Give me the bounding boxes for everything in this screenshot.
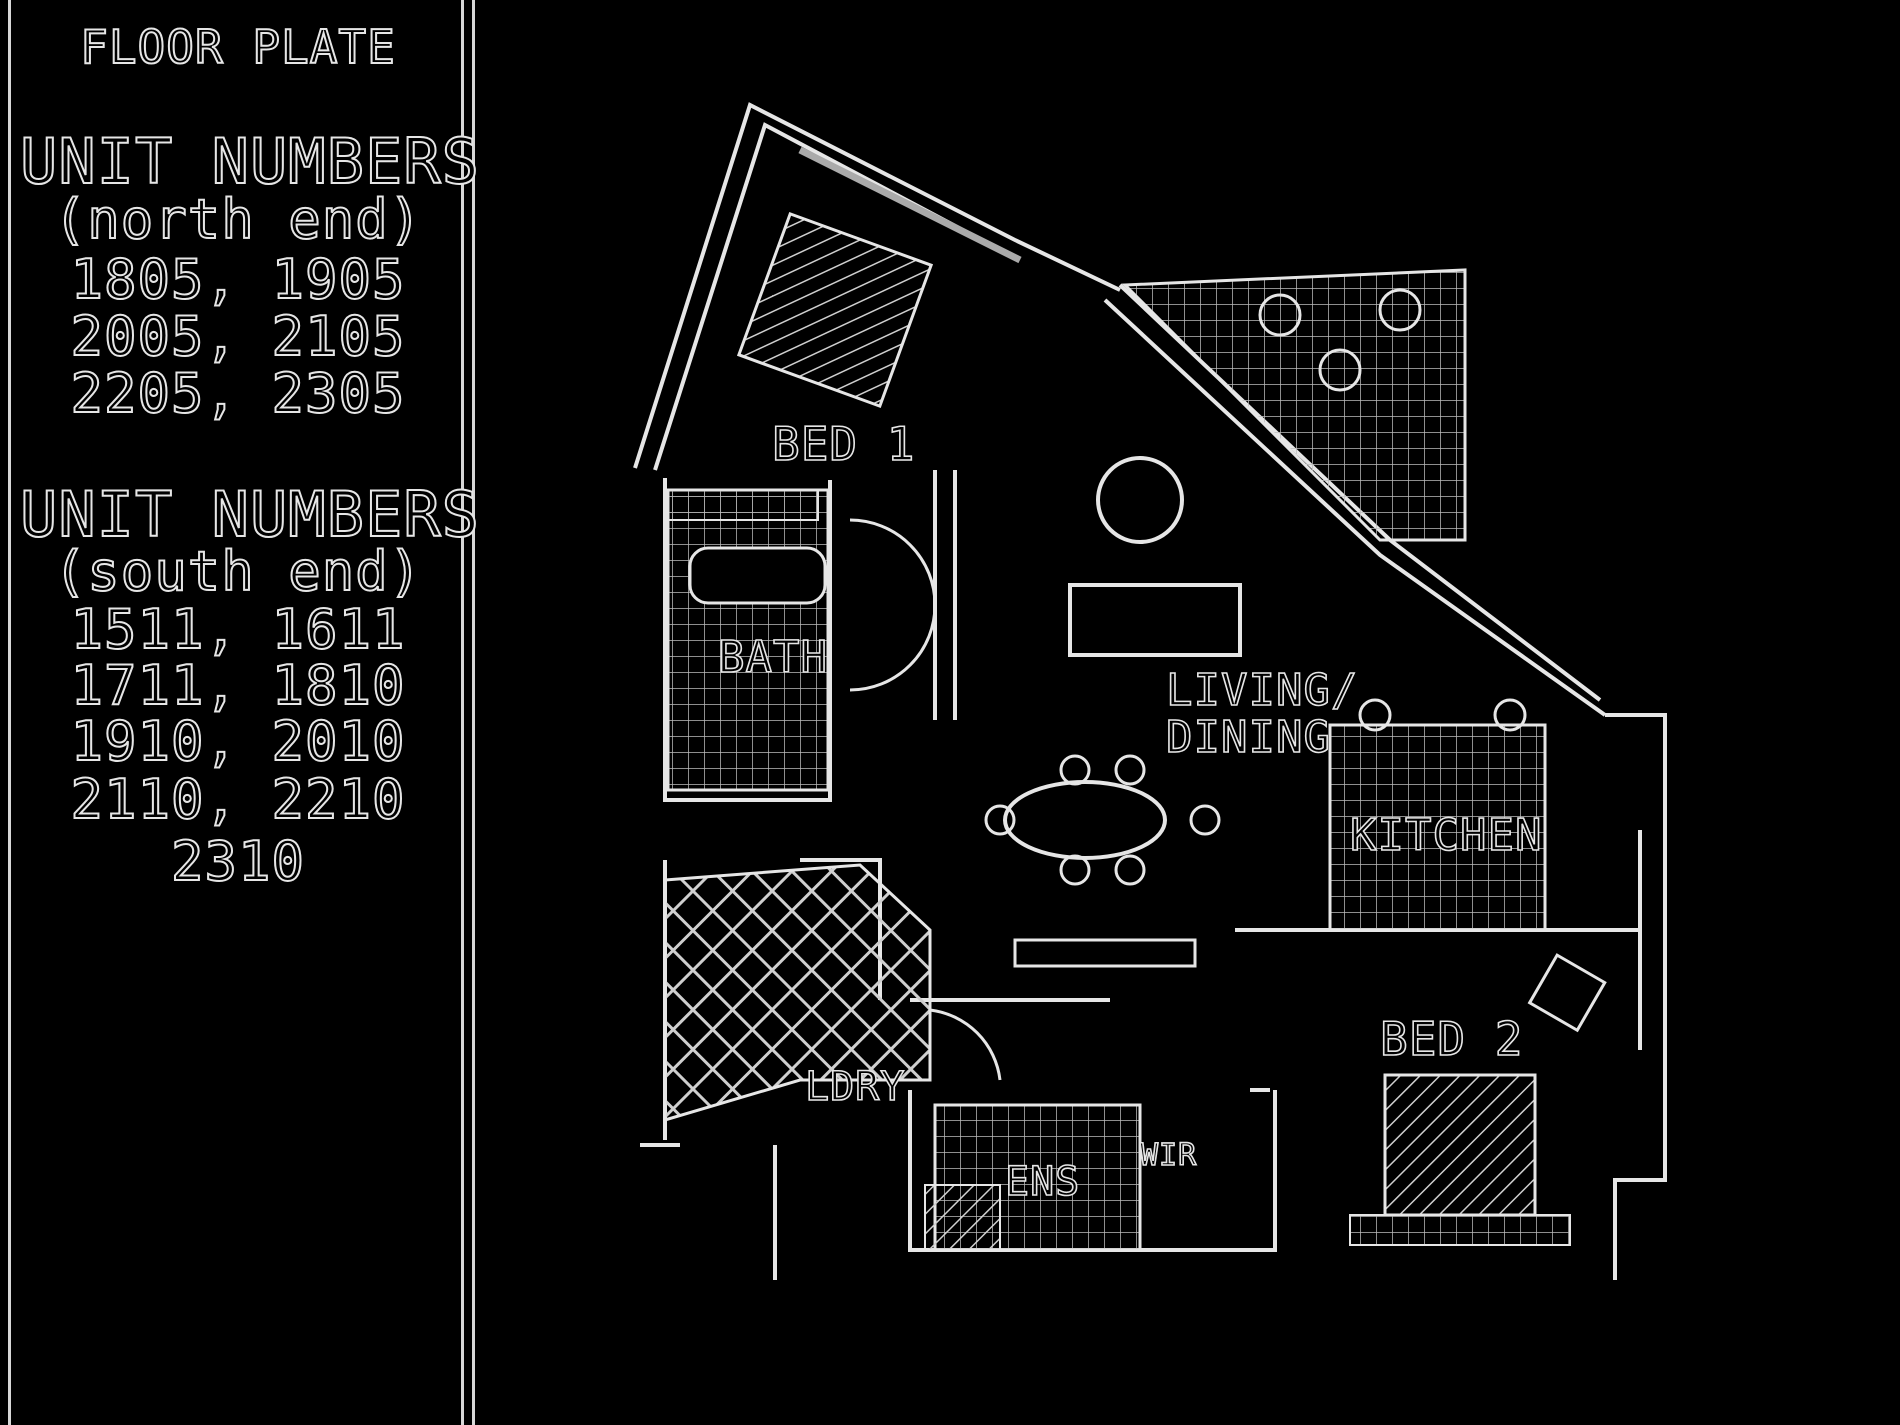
bathtub	[688, 546, 827, 605]
kitchen-bench	[1328, 723, 1547, 932]
room-label-ens: ENS	[1005, 1159, 1080, 1205]
south-unit-line: 1511, 1611	[69, 597, 406, 662]
bath-room	[666, 488, 830, 792]
north-unit-line: 2005, 2105	[69, 304, 406, 369]
dining-table	[1003, 780, 1167, 860]
south-unit-line: 2110, 2210	[69, 767, 406, 832]
floor-plan: BED 1 BATH LIVING/ DINING KITCHEN BED 2 …	[478, 0, 1900, 1425]
room-label-bed-1: BED 1	[772, 417, 915, 471]
room-label-wir: WIR	[1140, 1138, 1197, 1173]
laundry-floor	[663, 863, 932, 1123]
south-units-subheading: (south end)	[53, 539, 423, 604]
legend-border-left	[8, 0, 11, 1425]
room-label-ldry: LDRY	[805, 1064, 905, 1110]
room-label-bath: BATH	[718, 632, 828, 683]
tv-unit	[1013, 938, 1197, 968]
entry-door-swing	[929, 1008, 1002, 1081]
room-label-living: LIVING/	[1166, 665, 1358, 716]
room-label-dining: DINING	[1166, 712, 1331, 763]
north-unit-line: 1805, 1905	[69, 247, 406, 312]
round-table	[1096, 456, 1184, 544]
armchair	[1527, 953, 1607, 1033]
dining-chairs	[984, 754, 1221, 886]
north-unit-line: 2205, 2305	[69, 361, 406, 426]
south-unit-line: 2310	[170, 829, 306, 894]
shower	[924, 1184, 1001, 1251]
bath-door-swing	[849, 518, 937, 692]
room-label-kitchen: KITCHEN	[1350, 810, 1542, 861]
kitchen-stools	[1358, 698, 1527, 732]
bed-1-furniture	[736, 211, 934, 409]
balcony-chairs	[1258, 288, 1422, 392]
legend-panel: FLOOR PLATE UNIT NUMBERS (north end) 180…	[0, 0, 480, 1425]
sofa	[1068, 583, 1242, 657]
south-unit-line: 1711, 1810	[69, 653, 406, 718]
floor-plan-drawing: BED 1 BATH LIVING/ DINING KITCHEN BED 2 …	[633, 102, 1667, 1280]
legend-border-right-inner	[461, 0, 464, 1425]
room-label-bed-2: BED 2	[1380, 1012, 1523, 1066]
south-units-heading: UNIT NUMBERS	[19, 477, 480, 552]
bed-2-furniture	[1383, 1073, 1537, 1217]
south-unit-line: 1910, 2010	[69, 709, 406, 774]
bed-2-robe	[1349, 1214, 1571, 1246]
legend-title: FLOOR PLATE	[79, 19, 396, 75]
legend-border-right-outer	[472, 0, 475, 1425]
north-units-heading: UNIT NUMBERS	[19, 124, 480, 199]
balcony	[1121, 268, 1467, 542]
robe	[667, 489, 819, 521]
north-units-subheading: (north end)	[53, 187, 423, 252]
